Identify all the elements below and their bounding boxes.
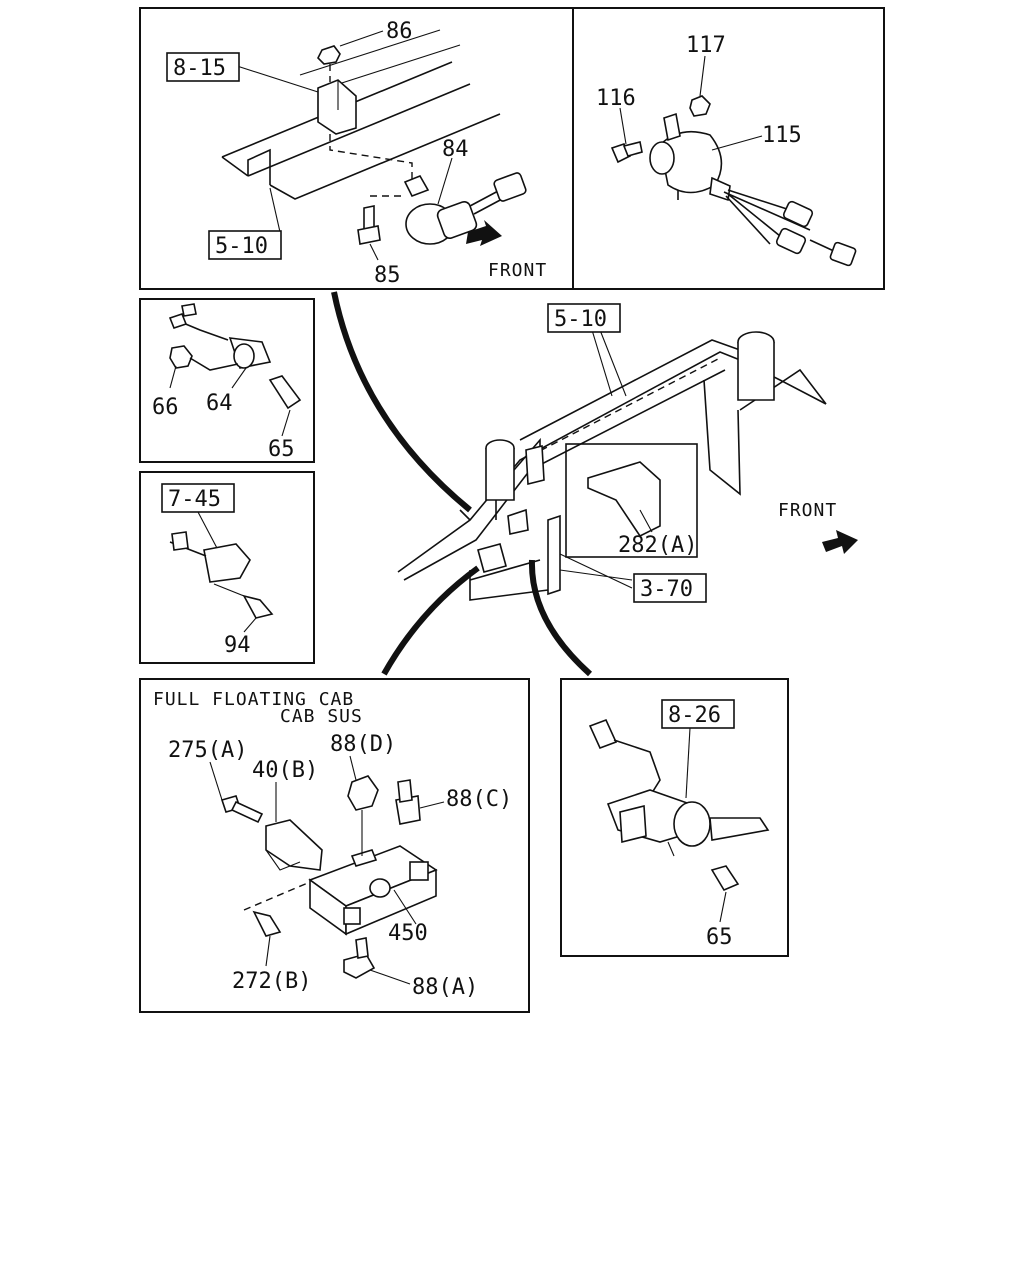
panel-bottom-left: FULL FLOATING CAB CAB SUS xyxy=(139,678,530,1013)
title-line-1: FULL FLOATING CAB xyxy=(153,689,354,710)
callout-275a: 275(A) xyxy=(168,738,247,763)
callout-85: 85 xyxy=(374,263,401,288)
callout-116: 116 xyxy=(596,86,636,111)
ref-8-15: 8-15 xyxy=(173,56,226,81)
panel-mid-left-1: 66 64 65 xyxy=(139,298,315,463)
callout-84: 84 xyxy=(442,137,469,162)
title-line-2: CAB SUS xyxy=(280,706,363,727)
ref-5-10: 5-10 xyxy=(215,234,268,259)
callout-450: 450 xyxy=(388,921,428,946)
ref-8-26: 8-26 xyxy=(668,703,721,728)
panel-top-right: 117 116 115 xyxy=(572,7,885,290)
front-arrow-icon xyxy=(822,530,858,554)
callout-272b: 272(B) xyxy=(232,969,311,994)
callout-88a: 88(A) xyxy=(412,975,478,1000)
callout-88c: 88(C) xyxy=(446,787,512,812)
callout-94: 94 xyxy=(224,633,251,658)
callout-64: 64 xyxy=(206,391,233,416)
callout-282a: 282(A) xyxy=(618,533,697,558)
callout-65b: 65 xyxy=(706,925,733,950)
main-assembly: 5-10 3-70 282(A) FRONT xyxy=(331,291,858,677)
panel-bottom-right: 8-26 65 xyxy=(560,678,789,957)
panel-top-left: 86 8-15 84 5-10 85 FRONT xyxy=(139,7,574,290)
callout-65a: 65 xyxy=(268,437,295,462)
front-label-main: FRONT xyxy=(778,500,837,521)
panel-mid-left-2: 7-45 94 xyxy=(139,471,315,664)
front-label-top: FRONT xyxy=(488,260,547,281)
ref-3-70: 3-70 xyxy=(640,577,693,602)
ref-5-10-main: 5-10 xyxy=(554,307,607,332)
callout-40b: 40(B) xyxy=(252,758,318,783)
callout-88d: 88(D) xyxy=(330,732,396,757)
callout-86: 86 xyxy=(386,19,413,44)
ref-7-45: 7-45 xyxy=(168,487,221,512)
callout-66: 66 xyxy=(152,395,179,420)
callout-115: 115 xyxy=(762,123,802,148)
callout-117: 117 xyxy=(686,33,726,58)
